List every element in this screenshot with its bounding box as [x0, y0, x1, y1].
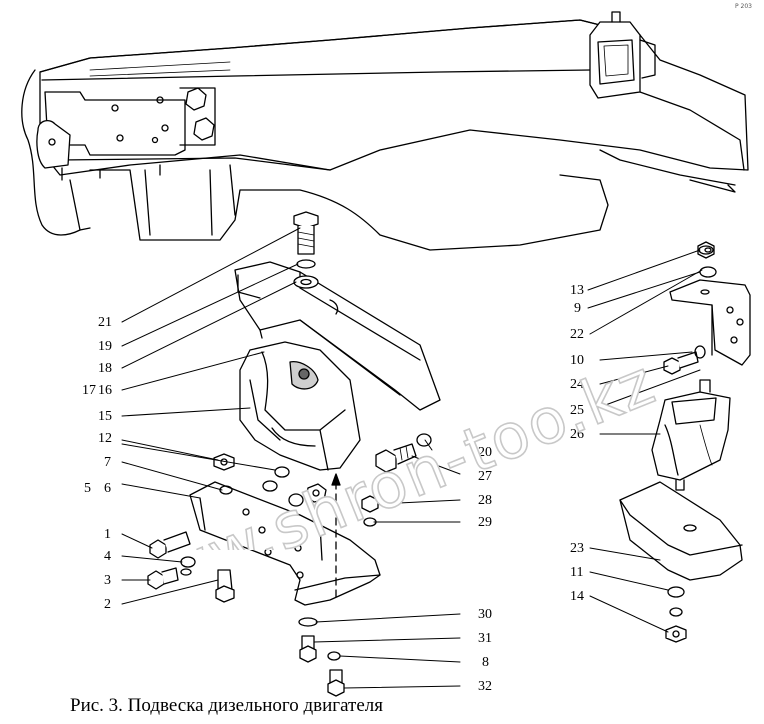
callout-3: 3: [104, 573, 111, 588]
left-small-parts: [213, 453, 327, 507]
callout-28: 28: [478, 493, 492, 508]
callout-8: 8: [482, 655, 489, 670]
callout-10: 10: [570, 353, 584, 368]
callout-7: 7: [104, 455, 111, 470]
callout-30: 30: [478, 607, 492, 622]
callout-2: 2: [104, 597, 111, 612]
callout-15: 15: [98, 409, 112, 424]
lower-mount-plate: [189, 473, 381, 606]
callout-31: 31: [478, 631, 492, 646]
callout-19: 19: [98, 339, 112, 354]
callout-11: 11: [570, 565, 583, 580]
callout-5: 5: [84, 481, 91, 496]
callout-20: 20: [478, 445, 492, 460]
callout-18: 18: [98, 361, 112, 376]
right-bracket-assembly: [619, 241, 751, 643]
callout-24: 24: [570, 377, 584, 392]
figure-caption: Рис. 3. Подвеска дизельного двигателя: [70, 695, 383, 716]
rubber-cushion: [239, 341, 361, 471]
callout-numbers: 21 19 18 17 16 15 12 7 5 6 1 4 3 2 13 9 …: [82, 283, 584, 694]
lower-bolt-stack: [298, 617, 345, 697]
callout-12: 12: [98, 431, 112, 446]
left-bolts: [147, 531, 235, 603]
right-bolt-set: [361, 433, 432, 527]
callout-13: 13: [570, 283, 584, 298]
callout-14: 14: [570, 589, 584, 604]
callout-26: 26: [570, 427, 584, 442]
callout-16: 16: [98, 383, 112, 398]
callout-27: 27: [478, 469, 492, 484]
callout-29: 29: [478, 515, 492, 530]
callout-9: 9: [574, 301, 581, 316]
corner-mark: P 203: [735, 3, 752, 10]
callout-22: 22: [570, 327, 584, 342]
callout-25: 25: [570, 403, 584, 418]
chassis-frame: [21, 11, 749, 251]
callout-21: 21: [98, 315, 112, 330]
leader-lines: [121, 227, 703, 689]
callout-1: 1: [104, 527, 111, 542]
callout-32: 32: [478, 679, 492, 694]
callout-23: 23: [570, 541, 584, 556]
callout-6: 6: [104, 481, 111, 496]
callout-17: 17: [82, 383, 96, 398]
callout-4: 4: [104, 549, 111, 564]
